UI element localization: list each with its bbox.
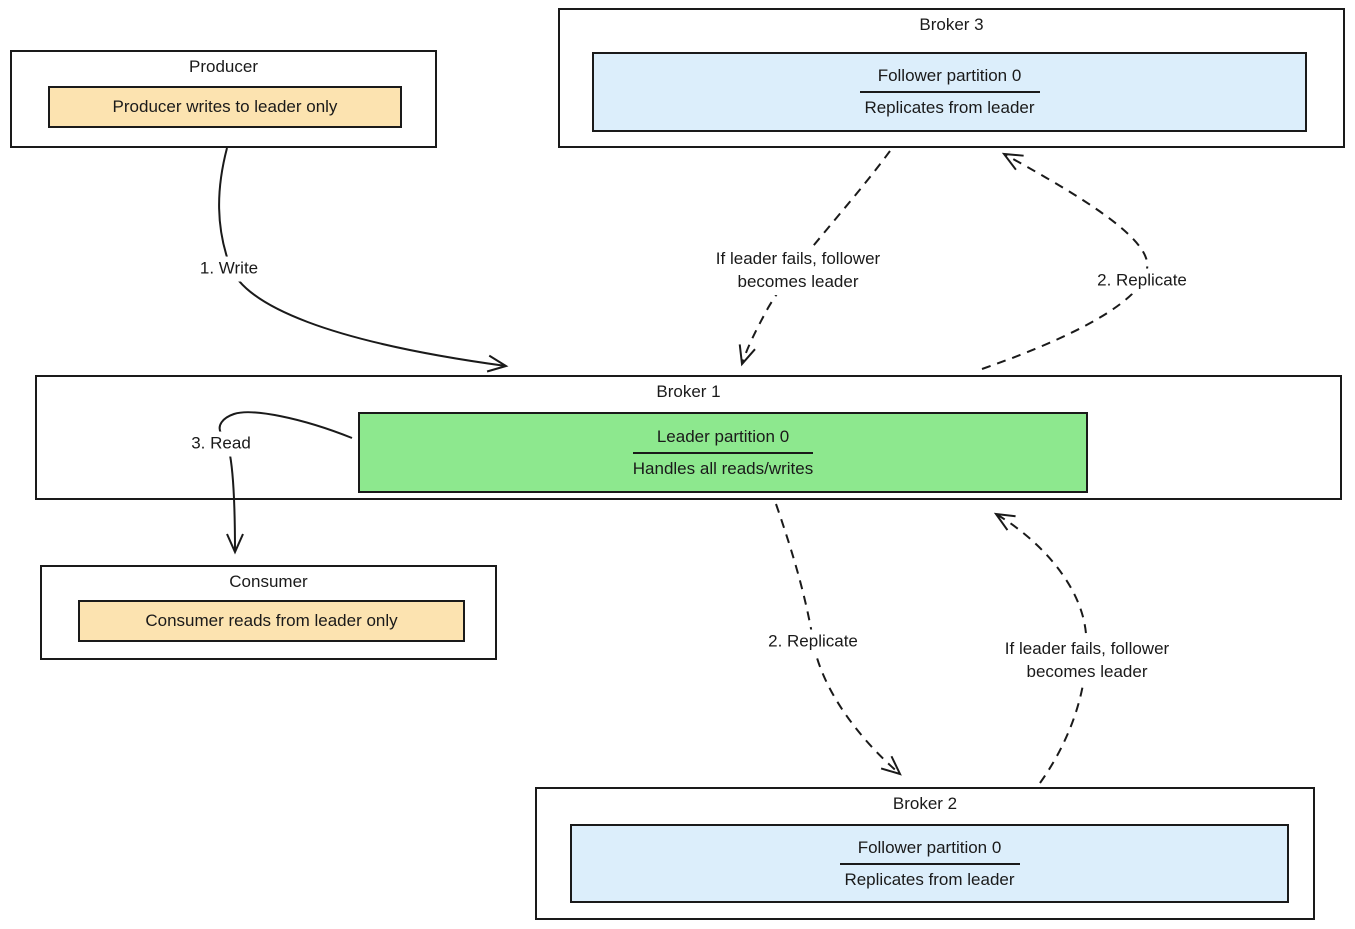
producer-box: Producer Producer writes to leader only (10, 50, 437, 148)
partition-divider (633, 451, 813, 454)
partition-role: Handles all reads/writes (632, 458, 814, 478)
replicate-top-arrow (981, 152, 1149, 370)
replicate-top-arrow-label: 2. Replicate (1093, 268, 1191, 294)
partition-name: Follower partition 0 (857, 837, 1002, 857)
partition-role: Replicates from leader (864, 98, 1035, 117)
partition-role: Replicates from leader (844, 869, 1015, 889)
broker1-title: Broker 1 (656, 382, 721, 401)
failover-top-arrow-label: If leader fails, follower becomes leader (711, 247, 885, 295)
producer-note: Producer writes to leader only (48, 86, 402, 128)
broker3-box: Broker 3 Follower partition 0 Replicates… (558, 8, 1345, 148)
partition-name: Leader partition 0 (656, 426, 790, 446)
failover-bottom-arrow-label: If leader fails, follower becomes leader (1000, 637, 1174, 685)
broker2-box: Broker 2 Follower partition 0 Replicates… (535, 787, 1315, 920)
broker3-title: Broker 3 (919, 15, 984, 34)
write-arrow-label: 1. Write (195, 256, 263, 282)
partition-name: Follower partition 0 (877, 66, 1022, 85)
partition-divider (859, 91, 1040, 93)
broker1-leader-partition: Leader partition 0 Handles all reads/wri… (358, 412, 1088, 493)
producer-title: Producer (189, 57, 258, 76)
read-arrow-label: 3. Read (187, 431, 255, 457)
consumer-box: Consumer Consumer reads from leader only (40, 565, 497, 660)
replicate-bottom-arrow-label: 2. Replicate (764, 629, 862, 655)
consumer-title: Consumer (229, 572, 308, 591)
broker3-follower-partition: Follower partition 0 Replicates from lea… (592, 52, 1307, 132)
partition-divider (839, 862, 1020, 865)
broker2-follower-partition: Follower partition 0 Replicates from lea… (570, 824, 1289, 903)
consumer-note: Consumer reads from leader only (78, 600, 465, 642)
broker2-title: Broker 2 (892, 794, 958, 813)
